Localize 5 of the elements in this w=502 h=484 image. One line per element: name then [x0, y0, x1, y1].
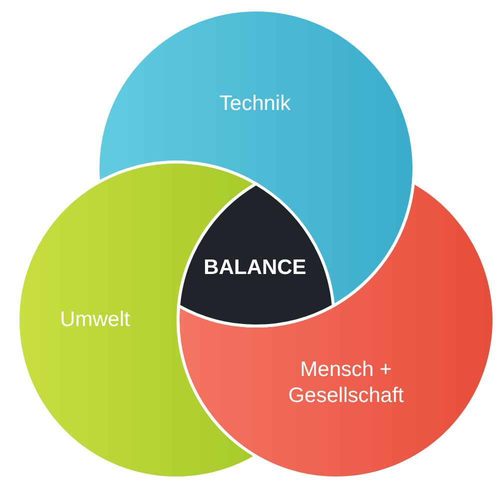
circle-label: BALANCE	[202, 254, 308, 281]
circle-label: Mensch + Gesellschaft	[287, 356, 405, 409]
intersection-shape	[177, 182, 335, 328]
circle-label: Umwelt	[58, 306, 131, 333]
circle-label: Technik	[218, 90, 292, 117]
